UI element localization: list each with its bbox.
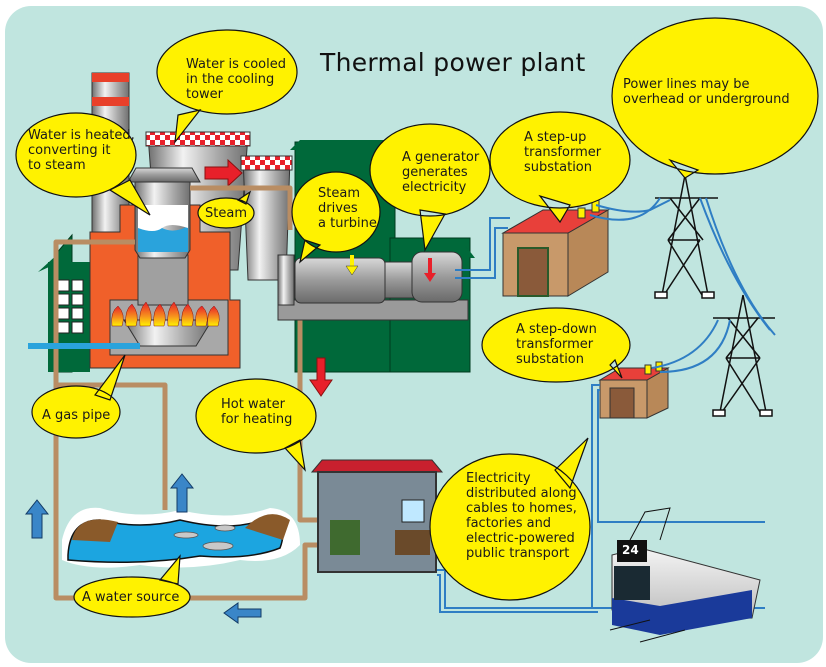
steam-flow-arrow — [204, 158, 243, 188]
callout-hot-water: Hot water for heating — [221, 397, 293, 427]
callout-bubbles — [15, 17, 819, 618]
callout-generator: A generator generates electricity — [402, 150, 480, 195]
callout-distribution: Electricity distributed along cables to … — [466, 471, 577, 561]
fish-icon — [173, 524, 236, 551]
substation-icon — [501, 199, 610, 297]
callout-cooling-tower: Water is cooled in the cooling tower — [186, 57, 286, 102]
pylon-icon — [654, 174, 718, 299]
building-windows — [57, 279, 84, 334]
boiler-icon — [89, 167, 241, 369]
page-title: Thermal power plant — [320, 48, 586, 77]
pylon-icon — [712, 294, 775, 417]
generator-icon — [345, 251, 463, 303]
callout-step-up-substation: A step-up transformer substation — [524, 130, 602, 175]
tram-icon — [609, 507, 761, 643]
callout-power-lines: Power lines may be overhead or undergrou… — [623, 77, 790, 107]
hot-water-arrow — [309, 357, 333, 397]
house-icon — [310, 459, 444, 573]
callout-water-source: A water source — [82, 590, 180, 605]
callout-step-down-substation: A step-down transformer substation — [516, 322, 597, 367]
callout-boiler: Water is heated, converting it to steam — [28, 128, 135, 173]
flame-icon — [111, 301, 220, 327]
water-flow-arrows — [24, 473, 262, 624]
tram-route-number: 24 — [622, 543, 639, 557]
turbine-icon — [277, 254, 469, 321]
callout-steam: Steam — [205, 206, 247, 221]
callout-gas-pipe: A gas pipe — [42, 408, 111, 423]
callout-turbine: Steam drives a turbine — [318, 186, 377, 231]
substation-icon — [598, 361, 670, 419]
